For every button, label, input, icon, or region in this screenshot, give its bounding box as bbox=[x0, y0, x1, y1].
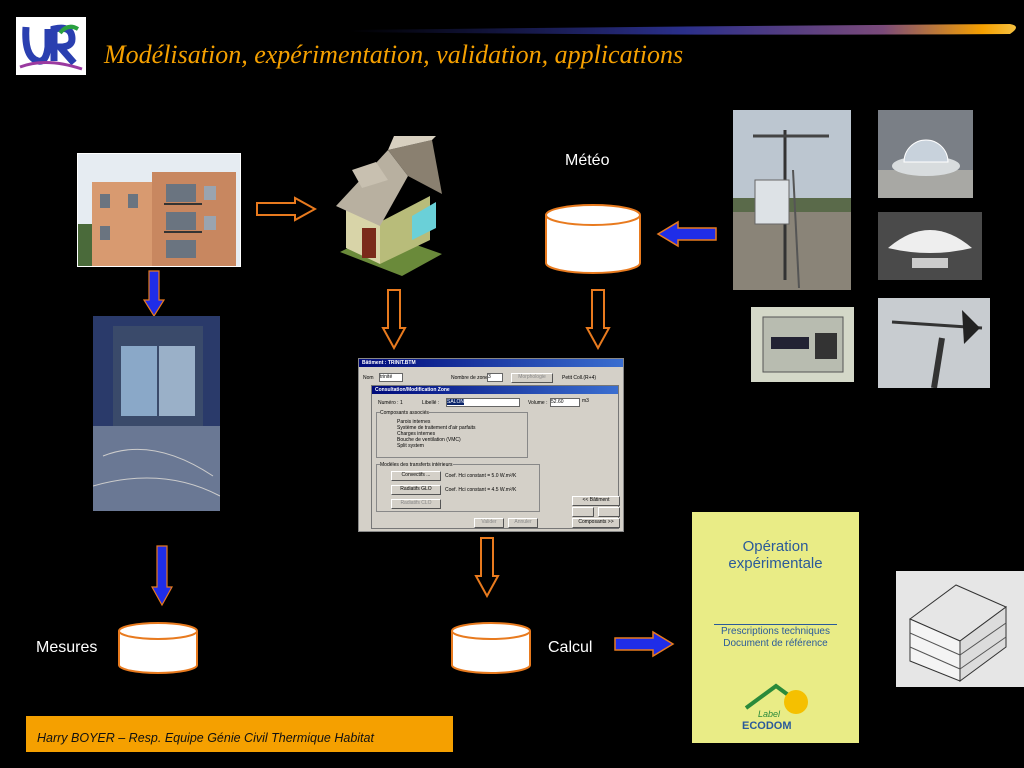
next-button[interactable] bbox=[598, 507, 620, 517]
ecodom-document-cover: Opération expérimentale Prescriptions te… bbox=[692, 512, 859, 743]
components-list: Parois internes Système de traitement d'… bbox=[397, 419, 476, 449]
book-title: Opération expérimentale bbox=[692, 538, 859, 572]
radiatifs-glo-button[interactable]: Radiatifs GLO bbox=[391, 485, 441, 495]
architectural-drawing bbox=[896, 571, 1024, 687]
morphologie-button[interactable]: Morphologie bbox=[511, 373, 553, 383]
annuler-button[interactable]: Annuler bbox=[508, 518, 538, 528]
libelle-input[interactable]: SALON bbox=[446, 398, 520, 407]
page-title: Modélisation, expérimentation, validatio… bbox=[104, 40, 683, 70]
components-group: Composants associés Parois internes Syst… bbox=[376, 412, 528, 458]
arrow-left-blue-meteo bbox=[656, 220, 718, 248]
interior-experiment-photo bbox=[93, 316, 220, 511]
radiatifs-clo-button[interactable]: Radiatifs CLO bbox=[391, 499, 441, 509]
models-header: Modèles des transferts intérieurs bbox=[380, 462, 453, 468]
components-header: Composants associés bbox=[380, 410, 429, 416]
nom-label: Nom bbox=[363, 375, 374, 381]
weather-station-photo bbox=[733, 110, 851, 290]
arrow-down-orange-meteo bbox=[585, 288, 611, 350]
batiment-button[interactable]: << Bâtiment bbox=[572, 496, 620, 506]
arrow-right-orange-1 bbox=[255, 196, 317, 222]
arrow-right-blue-calcul bbox=[613, 630, 675, 658]
calcul-database-cylinder bbox=[450, 621, 532, 675]
coef-convectif: Coef. Hci constant = 5.0 W.m²/K bbox=[445, 473, 516, 479]
meteo-database-cylinder bbox=[544, 203, 642, 275]
calcul-label: Calcul bbox=[548, 639, 592, 657]
volume-unit: m3 bbox=[582, 398, 589, 404]
petit-coll-label: Petit Coll.(R+4) bbox=[562, 375, 596, 381]
building-photo bbox=[77, 153, 241, 267]
dialog-titlebar: Consultation/Modification Zone bbox=[372, 386, 618, 394]
numero-label: Numéro : 1 bbox=[378, 400, 403, 406]
university-logo bbox=[16, 17, 86, 75]
ecodom-badge-line1: Label bbox=[758, 709, 780, 719]
coef-radiatif: Coef. Hci constant = 4.5 W.m²/K bbox=[445, 487, 516, 493]
composants-button[interactable]: Composants >> bbox=[572, 518, 620, 528]
footer-banner: Harry BOYER – Resp. Equipe Génie Civil T… bbox=[26, 716, 453, 752]
radiometer-photo bbox=[878, 212, 982, 280]
pyranometer-dome-photo bbox=[878, 110, 973, 198]
arrow-down-blue-building bbox=[143, 270, 165, 318]
volume-input[interactable]: 52.60 bbox=[550, 398, 580, 407]
book-subtitle: Prescriptions techniques Document de réf… bbox=[692, 626, 859, 650]
meteo-label: Météo bbox=[565, 152, 609, 170]
mesures-database-cylinder bbox=[117, 621, 199, 675]
arrow-down-orange-house bbox=[381, 288, 407, 350]
component-item[interactable]: Split system bbox=[397, 443, 476, 449]
models-group: Modèles des transferts intérieurs Convec… bbox=[376, 464, 540, 512]
ecodom-badge-line2: ECODOM bbox=[742, 720, 792, 732]
convectifs-button[interactable]: Convectifs ... bbox=[391, 471, 441, 481]
simulation-software-window: Bâtiment : TRINIT.BTM Nom trinité Nombre… bbox=[358, 358, 624, 532]
volume-label: Volume : bbox=[528, 400, 547, 406]
libelle-label: Libellé : bbox=[422, 400, 439, 406]
mesures-label: Mesures bbox=[36, 639, 97, 657]
main-window-titlebar: Bâtiment : TRINIT.BTM bbox=[359, 359, 623, 367]
zones-input[interactable]: 3 bbox=[487, 373, 503, 382]
valider-button[interactable]: Valider bbox=[474, 518, 504, 528]
zone-dialog: Consultation/Modification Zone Numéro : … bbox=[371, 385, 619, 529]
arrow-down-blue-interior bbox=[151, 545, 173, 607]
datalogger-photo bbox=[751, 307, 854, 382]
nom-input[interactable]: trinité bbox=[379, 373, 403, 382]
anemometer-vane-photo bbox=[878, 298, 990, 388]
arrow-down-orange-calcul bbox=[474, 536, 500, 598]
footer-text: Harry BOYER – Resp. Equipe Génie Civil T… bbox=[37, 731, 374, 745]
house-model-illustration bbox=[332, 136, 444, 276]
prev-button[interactable] bbox=[572, 507, 594, 517]
